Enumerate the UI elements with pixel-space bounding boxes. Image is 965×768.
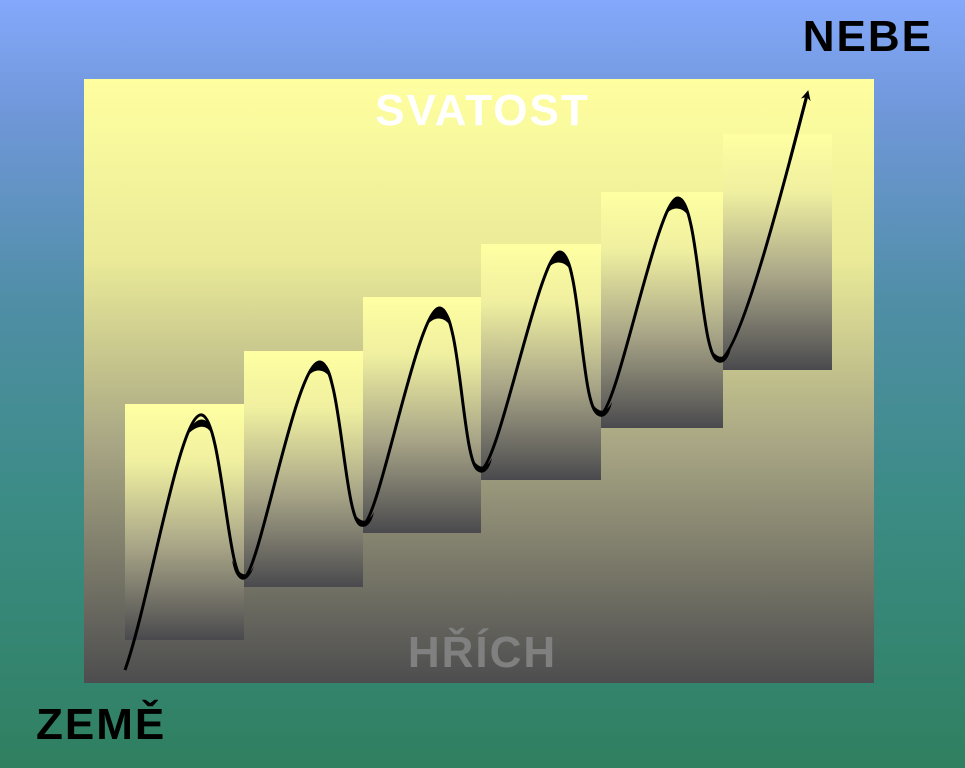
wave-shadow bbox=[187, 419, 214, 440]
arrow-line bbox=[788, 90, 811, 161]
wave-line bbox=[123, 94, 809, 671]
heaven-label: NEBE bbox=[802, 12, 933, 61]
sin-label: HŘÍCH bbox=[407, 628, 558, 677]
step-6 bbox=[723, 134, 832, 370]
holiness-label: SVATOST bbox=[375, 86, 590, 135]
earth-label: ZEMĚ bbox=[36, 700, 167, 749]
step-2 bbox=[244, 351, 363, 587]
